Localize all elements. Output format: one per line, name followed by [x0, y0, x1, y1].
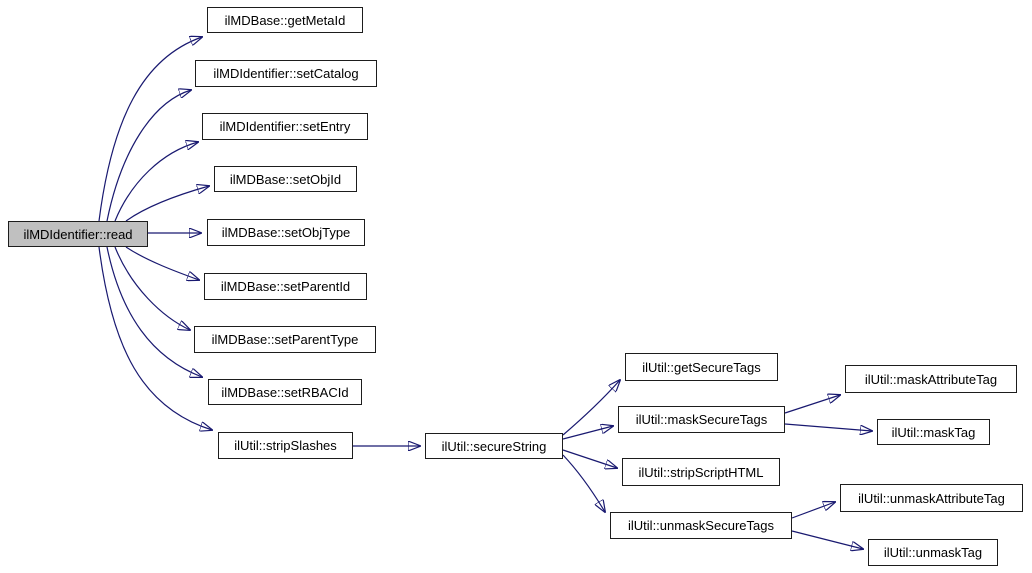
node-ilmdbase-getmetaid[interactable]: ilMDBase::getMetaId [207, 7, 363, 33]
edge-masksecuretags-maskattributetag [784, 395, 840, 414]
edge-read-setcatalog [106, 90, 191, 222]
node-ilmdidentifier-setcatalog[interactable]: ilMDIdentifier::setCatalog [195, 60, 377, 87]
edge-read-setobjid [125, 186, 209, 222]
node-ilutil-unmasktag[interactable]: ilUtil::unmaskTag [868, 539, 998, 566]
edge-securestring-getsecuretags [562, 380, 620, 436]
node-ilutil-stripslashes[interactable]: ilUtil::stripSlashes [218, 432, 353, 459]
edge-masksecuretags-masktag [784, 423, 872, 431]
edge-read-setrbacid [106, 246, 202, 377]
node-ilmdbase-setparenttype[interactable]: ilMDBase::setParentType [194, 326, 376, 353]
node-ilutil-maskattributetag[interactable]: ilUtil::maskAttributeTag [845, 365, 1017, 393]
edge-read-setparentid [125, 246, 199, 280]
node-ilmdbase-setrbacid[interactable]: ilMDBase::setRBACId [208, 379, 362, 405]
edge-unmasksecuretags-unmasktag [791, 530, 863, 549]
node-ilutil-getsecuretags[interactable]: ilUtil::getSecureTags [625, 353, 778, 381]
node-ilutil-masktag[interactable]: ilUtil::maskTag [877, 419, 990, 445]
edge-read-setparenttype [114, 246, 190, 330]
node-ilmdbase-setobjtype[interactable]: ilMDBase::setObjType [207, 219, 365, 246]
edge-securestring-unmasksecuretags [562, 454, 605, 512]
node-ilutil-securestring[interactable]: ilUtil::secureString [425, 433, 563, 459]
node-ilmdidentifier-setentry[interactable]: ilMDIdentifier::setEntry [202, 113, 368, 140]
edge-unmasksecuretags-unmaskattributetag [791, 502, 835, 519]
node-ilutil-stripscripthtml[interactable]: ilUtil::stripScriptHTML [622, 458, 780, 486]
node-ilutil-unmaskattributetag[interactable]: ilUtil::unmaskAttributeTag [840, 484, 1023, 512]
node-ilmdidentifier-read: ilMDIdentifier::read [8, 221, 148, 247]
edge-securestring-masksecuretags [562, 426, 613, 440]
node-ilutil-unmasksecuretags[interactable]: ilUtil::unmaskSecureTags [610, 512, 792, 539]
edge-read-getmetaid [98, 37, 202, 222]
edge-securestring-stripscripthtml [562, 449, 617, 468]
node-ilmdbase-setparentid[interactable]: ilMDBase::setParentId [204, 273, 367, 300]
edge-read-setentry [114, 142, 198, 222]
node-ilutil-masksecuretags[interactable]: ilUtil::maskSecureTags [618, 406, 785, 433]
node-ilmdbase-setobjid[interactable]: ilMDBase::setObjId [214, 166, 357, 192]
